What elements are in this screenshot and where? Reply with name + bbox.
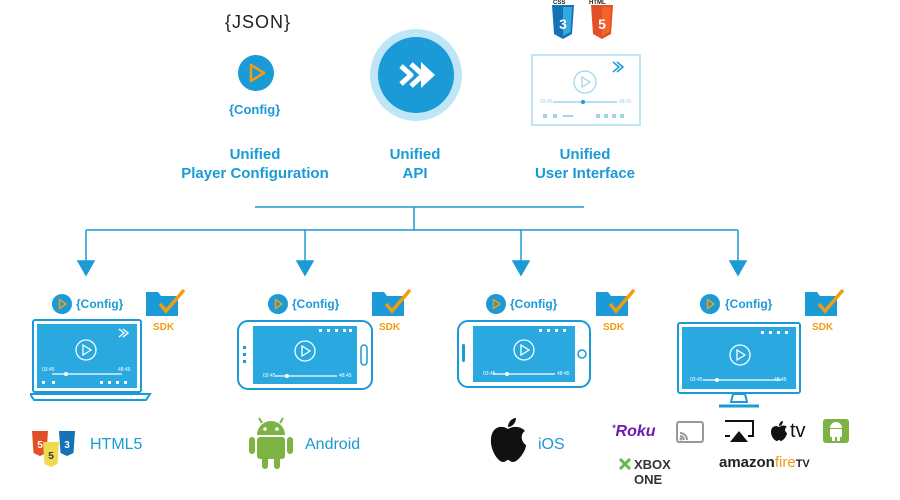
time-left: 03:45 [483, 371, 496, 377]
sdk-label: SDK [603, 322, 625, 333]
tv-device [677, 322, 803, 410]
ui-title: Unified User Interface [505, 145, 665, 183]
fire-tv-label: TV [795, 458, 810, 470]
amazon-label: amazon [719, 454, 775, 471]
sdk-folder-icon [144, 286, 186, 320]
config-title-line1: Unified [229, 146, 281, 163]
roku-star: * [612, 423, 616, 433]
platform-name: HTML5 [90, 436, 143, 453]
android-phone-device [237, 320, 373, 390]
roku-logo: *Roku [612, 423, 656, 441]
time-right: 48:45 [339, 373, 352, 379]
amazon-fire-tv-logo: amazonfireTV [719, 454, 810, 471]
chromecast-icon [676, 421, 704, 443]
config-play-icon [238, 55, 274, 91]
svg-text:5: 5 [48, 451, 54, 462]
xbox-label: XBOX ONE [634, 457, 671, 487]
sdk-folder-icon [370, 286, 412, 320]
time-right: 48:45 [118, 367, 131, 373]
fire-label: fire [774, 454, 796, 471]
api-title: Unified API [355, 145, 475, 183]
branch-arrows [76, 230, 748, 277]
ui-player-time-right: 48:45 [619, 99, 632, 105]
api-title-line1: Unified [389, 146, 441, 163]
html-badge-label: HTML [589, 0, 606, 6]
time-right: 48:45 [774, 377, 787, 383]
api-logo-icon [369, 28, 463, 122]
svg-text:3: 3 [64, 440, 70, 451]
ui-player-mockup [531, 54, 641, 126]
svg-text:5: 5 [598, 16, 606, 32]
platform-name: iOS [538, 436, 565, 453]
time-left: 03:45 [690, 377, 703, 383]
sdk-label: SDK [379, 322, 401, 333]
apple-icon [488, 417, 528, 463]
config-label: {Config} [76, 297, 124, 311]
config-play-icon [52, 294, 72, 314]
roku-label: Roku [615, 423, 656, 440]
config-play-icon [268, 294, 288, 314]
sdk-folder-icon [803, 286, 845, 320]
ui-title-line2: User Interface [534, 165, 636, 182]
iphone-device [457, 320, 591, 388]
laptop-device [30, 318, 152, 404]
sdk-label: SDK [812, 322, 834, 333]
ui-title-line1: Unified [559, 146, 611, 163]
apple-tv-label: tv [790, 420, 806, 442]
time-left: 03:45 [42, 367, 55, 373]
config-play-icon [700, 294, 720, 314]
android-robot-icon [248, 415, 294, 471]
json-label: {JSON} [225, 12, 292, 32]
svg-text:3: 3 [559, 16, 567, 32]
platform-name: Android [305, 436, 361, 453]
config-label: {Config} [229, 102, 281, 117]
html5-shield-icon: 5 [590, 4, 614, 40]
config-label: {Config} [725, 297, 773, 311]
airplay-icon [723, 419, 755, 443]
sdk-label: SDK [153, 322, 175, 333]
time-left: 03:45 [263, 373, 276, 379]
api-title-line2: API [402, 165, 428, 182]
xbox-icon [618, 457, 632, 471]
css3-shield-icon: 3 [551, 4, 575, 40]
time-right: 48:45 [557, 371, 570, 377]
config-label: {Config} [510, 297, 558, 311]
config-label: {Config} [292, 297, 340, 311]
css-badge-label: CSS [553, 0, 566, 6]
ui-player-time-left: 03:45 [540, 99, 553, 105]
svg-text:5: 5 [37, 440, 43, 451]
config-title: Unified Player Configuration [165, 145, 345, 183]
html5-badges-icon: 5 5 3 [30, 428, 80, 470]
sdk-folder-icon [594, 286, 636, 320]
connector-lines [76, 206, 748, 277]
config-title-line2: Player Configuration [181, 165, 329, 182]
android-tv-icon [822, 418, 850, 444]
config-play-icon [486, 294, 506, 314]
apple-tv-logo [770, 421, 788, 441]
